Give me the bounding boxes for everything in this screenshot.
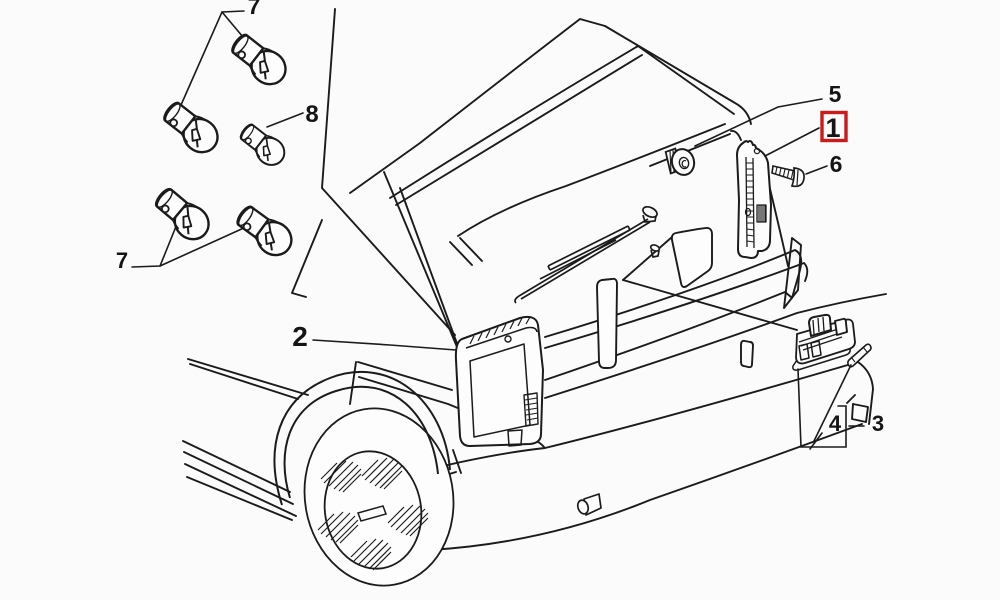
- svg-text:1: 1: [825, 113, 840, 143]
- svg-text:6: 6: [830, 151, 843, 177]
- svg-text:8: 8: [305, 101, 318, 128]
- svg-text:4: 4: [829, 411, 842, 436]
- svg-text:3: 3: [872, 411, 884, 436]
- svg-text:7: 7: [248, 0, 261, 19]
- svg-text:2: 2: [292, 321, 308, 352]
- svg-text:7: 7: [116, 248, 128, 273]
- svg-text:5: 5: [829, 81, 842, 107]
